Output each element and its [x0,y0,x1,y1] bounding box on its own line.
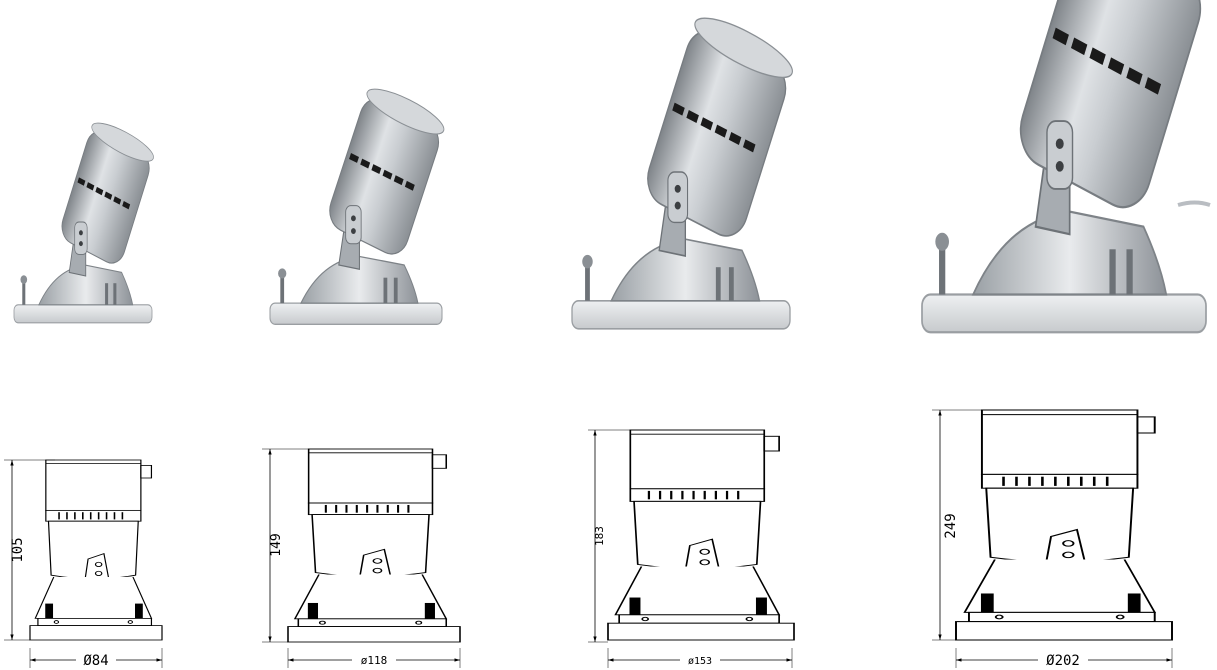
dimension-drawing-large: 183 ø153 [588,428,796,668]
height-label-xlarge: 249 [943,513,959,538]
dimension-drawing-medium: 149 ø118 [262,447,462,668]
power-cable [1177,200,1211,207]
dimension-drawing-xlarge: 249 Ø202 [932,408,1174,669]
height-label-medium: 149 [269,533,284,556]
dimension-drawing-small: 105 Ø84 [4,459,163,669]
product-photo-large [570,5,799,331]
height-label-small: 105 [10,537,26,562]
product-photo-medium [268,79,449,326]
diameter-label-medium: ø118 [361,654,388,667]
product-photo-small [13,115,158,324]
diameter-label-small: Ø84 [83,653,108,669]
diameter-label-large: ø153 [688,656,712,667]
product-photo-xlarge [920,0,1217,335]
height-label-large: 183 [593,526,606,546]
diameter-label-xlarge: Ø202 [1046,653,1080,669]
